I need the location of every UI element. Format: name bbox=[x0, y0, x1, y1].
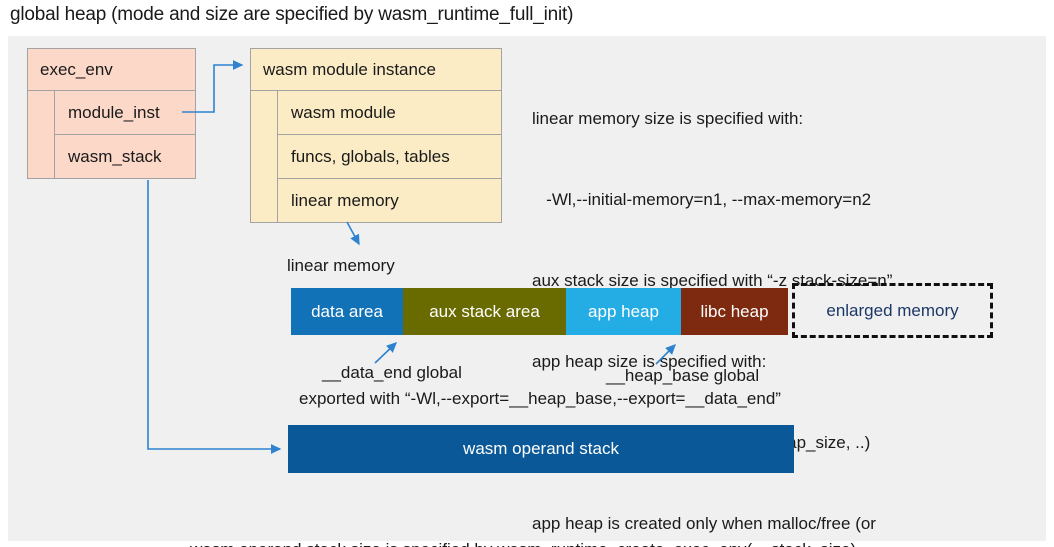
module-instance-header: wasm module instance bbox=[251, 49, 501, 91]
operand-stack-notes: wasm operand stack size is specified by … bbox=[190, 482, 856, 547]
segment-enlarged-memory: enlarged memory bbox=[792, 283, 993, 338]
exec-env-header: exec_env bbox=[28, 49, 195, 91]
exec-env-body: module_inst wasm_stack bbox=[54, 91, 195, 178]
note-line: -Wl,--initial-memory=n1, --max-memory=n2 bbox=[532, 190, 872, 209]
export-note: exported with “-Wl,--export=__heap_base,… bbox=[299, 389, 781, 408]
wasm-operand-stack-box: wasm operand stack bbox=[288, 425, 794, 473]
linear-memory-bar: data area aux stack area app heap libc h… bbox=[291, 288, 788, 335]
heap-base-global-label: __heap_base global bbox=[606, 366, 760, 385]
exec-env-row-module-inst: module_inst bbox=[55, 91, 195, 135]
data-end-global-label: __data_end global bbox=[322, 363, 462, 382]
linear-memory-label: linear memory bbox=[287, 256, 395, 275]
segment-aux-stack-area: aux stack area bbox=[403, 288, 566, 335]
exec-env-box: exec_env module_inst wasm_stack bbox=[27, 48, 196, 179]
segment-libc-heap: libc heap bbox=[681, 288, 788, 335]
module-instance-body: wasm module funcs, globals, tables linea… bbox=[277, 91, 501, 222]
note-line: app heap size is specified with: bbox=[532, 352, 767, 371]
module-instance-row-funcs-globals-tables: funcs, globals, tables bbox=[278, 135, 501, 179]
note-line: app heap is created only when malloc/fre… bbox=[532, 514, 876, 533]
diagram-title: global heap (mode and size are specified… bbox=[10, 4, 574, 25]
exec-env-row-wasm-stack: wasm_stack bbox=[68, 146, 162, 166]
segment-data-area: data area bbox=[291, 288, 403, 335]
module-instance-row-linear-memory: linear memory bbox=[291, 190, 399, 210]
module-instance-box: wasm module instance wasm module funcs, … bbox=[250, 48, 502, 223]
note-line: linear memory size is specified with: bbox=[532, 109, 804, 128]
note-line: wasm operand stack size is specified by … bbox=[190, 536, 856, 547]
module-instance-row-wasm-module: wasm module bbox=[278, 91, 501, 135]
segment-app-heap: app heap bbox=[566, 288, 681, 335]
